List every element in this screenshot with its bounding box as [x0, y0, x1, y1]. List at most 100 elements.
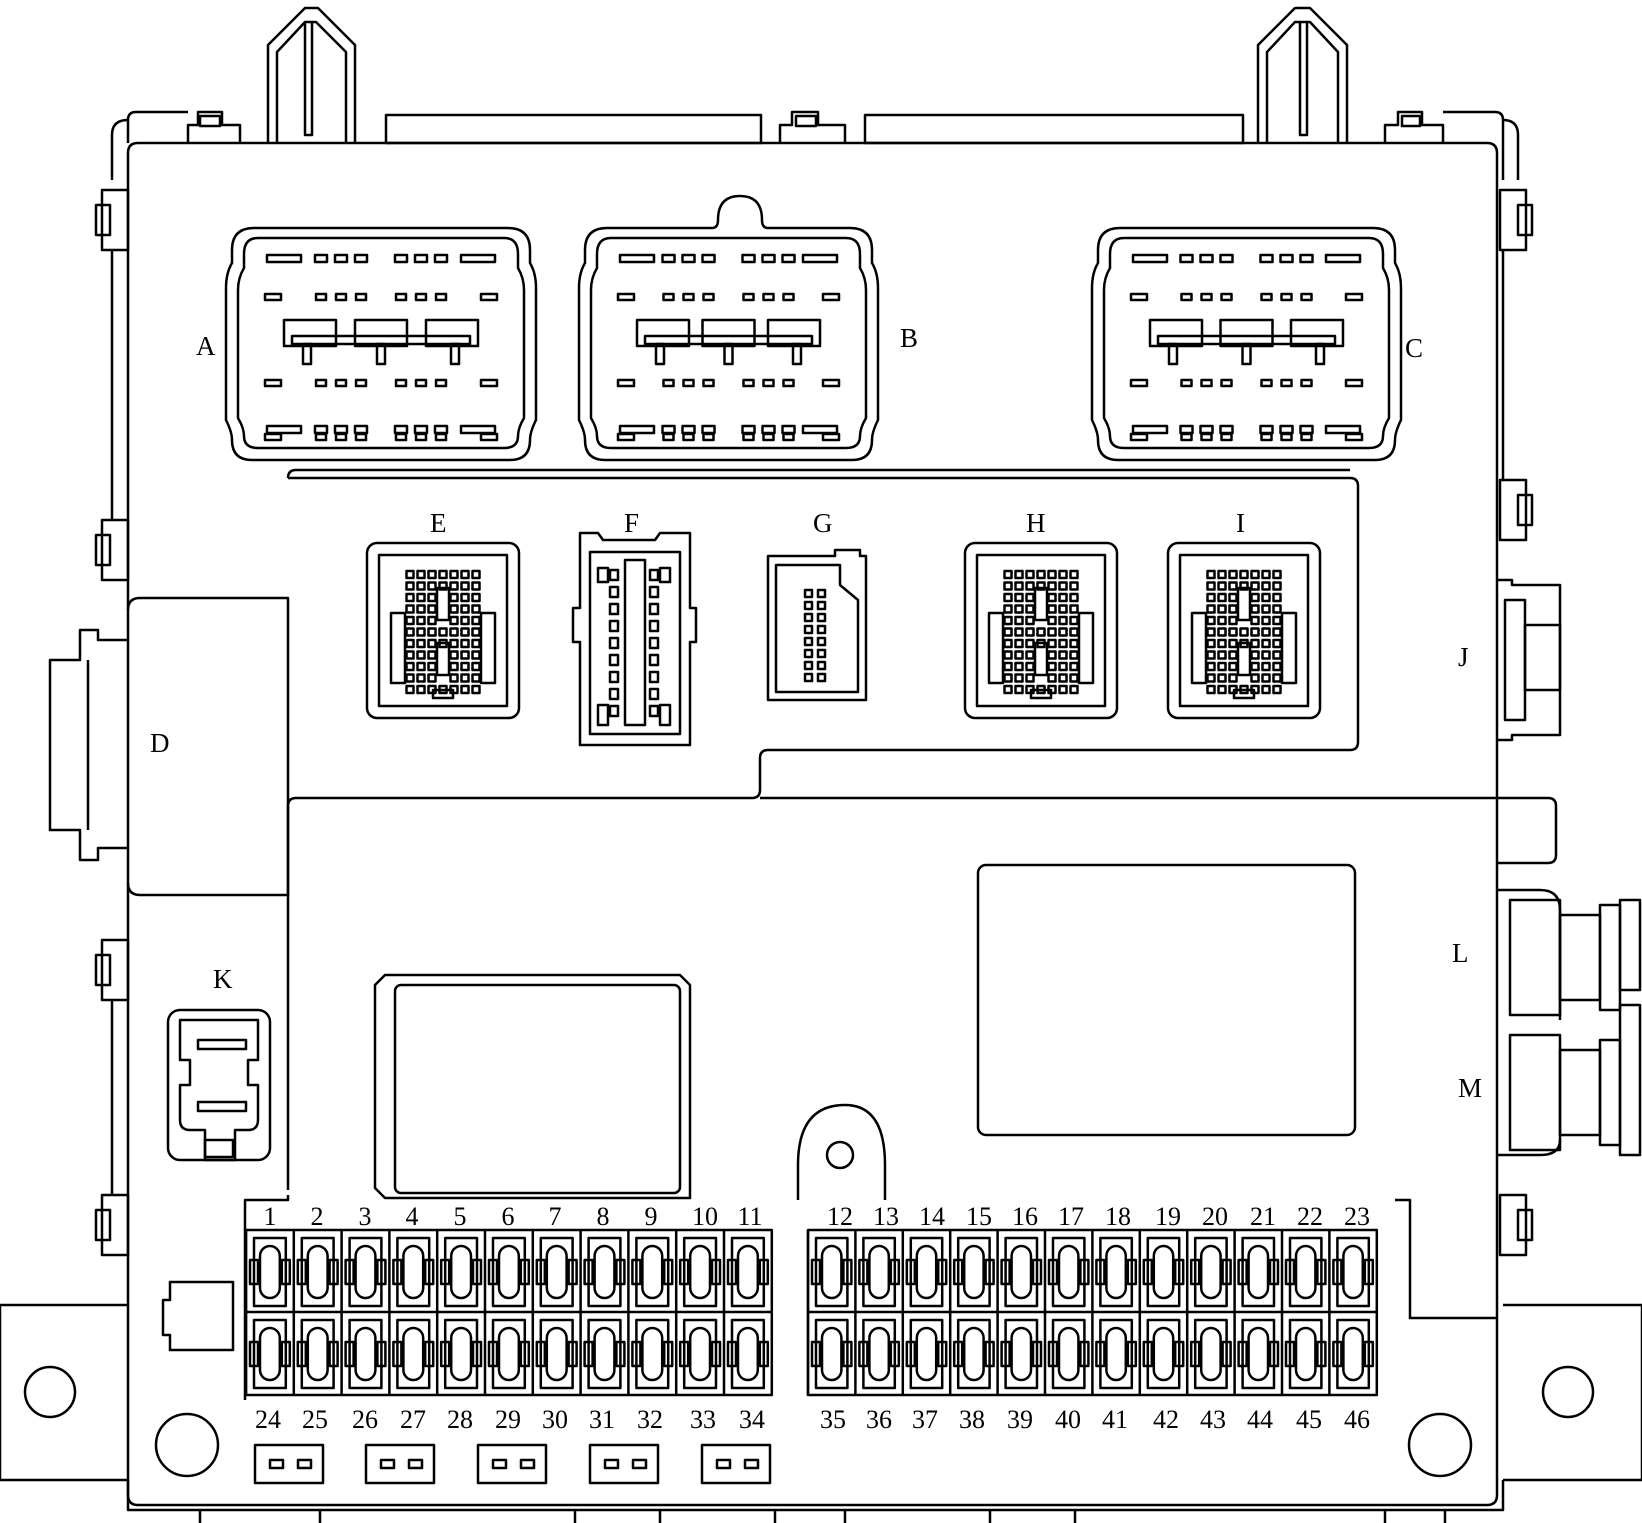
connector-e-pin [460, 650, 470, 660]
fuse-number-44: 44 [1247, 1405, 1273, 1434]
fuse-block-right-fuse-cell [1051, 1236, 1086, 1308]
connector-c-pin [1129, 292, 1149, 302]
connector-b-latch-block [701, 318, 756, 348]
fuse-block-right-fuse-clip [952, 1340, 964, 1368]
connector-f-pin [608, 653, 620, 667]
connector-e-pin [460, 684, 470, 695]
connector-e-pin [427, 569, 437, 580]
connector-i-pin [1206, 569, 1216, 580]
fuse-block-left-fuse-cell [682, 1318, 718, 1390]
fuse-number-32: 32 [637, 1405, 663, 1434]
fuse-block-left-fuse-clip [392, 1340, 403, 1368]
connector-h-pin [1058, 569, 1068, 580]
fuse-block-left-fuse-body [354, 1326, 377, 1382]
connector-h-pin [1025, 615, 1035, 626]
connector-h-pin [1003, 581, 1013, 591]
connector-f-pin [608, 602, 620, 616]
connector-e-pin [416, 615, 426, 626]
fuse-number-29: 29 [495, 1405, 521, 1434]
connector-c-pin [1280, 378, 1293, 388]
connector-i-pin [1261, 638, 1271, 649]
connector-h-pin [1058, 638, 1068, 649]
label-connector-e: E [430, 508, 447, 538]
fuse-array [244, 1228, 1379, 1397]
fuse-block-right-fuse-clip [1237, 1258, 1248, 1286]
connector-h-side-slot [1077, 611, 1095, 685]
connector-e-pin [460, 627, 470, 637]
connector-b-pin [781, 424, 796, 435]
connector-g-pin [816, 648, 827, 659]
connector-g-pin [803, 624, 814, 635]
connector-i-pin [1261, 592, 1271, 603]
connector-i [1166, 541, 1322, 720]
connector-e-pin [449, 650, 459, 660]
fuse-block-right-fuse-cell [1146, 1318, 1181, 1390]
connector-c-pin [1129, 432, 1149, 442]
connector-c-pin [1299, 424, 1314, 435]
connector-a-pin [433, 424, 449, 435]
connector-b-pin [616, 292, 636, 302]
connector-h-pin [1003, 638, 1013, 649]
connector-i-pin [1217, 569, 1227, 580]
connector-i-pin [1250, 638, 1260, 649]
connector-i-pin [1217, 615, 1227, 626]
connector-a-pin-slot [265, 424, 303, 435]
connector-a-pin [353, 253, 369, 264]
connector-h-pin [1069, 604, 1079, 614]
connector-h-pin [1003, 592, 1013, 603]
fuse-block-right-fuse-clip [842, 1258, 853, 1286]
fuse-number-21: 21 [1250, 1202, 1276, 1231]
connector-a-pin [354, 378, 368, 388]
connector-c-pin [1300, 432, 1313, 442]
connector-h-pin [1058, 615, 1068, 626]
connector-h-pin [1025, 604, 1035, 614]
fuse-block-right-fuse-clip [1332, 1258, 1343, 1286]
connector-i-pin [1250, 673, 1260, 683]
connector-c-pin [1280, 432, 1293, 442]
large-connectors [224, 194, 1403, 462]
connector-b-pin [781, 253, 796, 264]
fuse-number-38: 38 [959, 1405, 985, 1434]
fuse-block-left-fuse-clip [662, 1258, 674, 1286]
connector-i-pin [1272, 615, 1282, 626]
connector-h-pin [1003, 627, 1013, 637]
fuse-number-8: 8 [597, 1202, 610, 1231]
connector-l [1497, 888, 1642, 1020]
fuse-block-left-fuse-cell [635, 1318, 670, 1390]
connector-i-pin [1217, 627, 1227, 637]
fuse-block-right-fuse-body [1342, 1244, 1365, 1300]
connector-e-pin [471, 581, 481, 591]
fuse-block-right-fuse-cell [1004, 1318, 1039, 1390]
connector-f-outer [571, 531, 698, 747]
fuse-block-right-fuse-clip [1173, 1258, 1185, 1286]
connector-i-pin [1272, 638, 1282, 649]
connector-c-pin [1220, 378, 1233, 388]
connector-c-pin [1259, 253, 1274, 264]
connector-e-pin [471, 627, 481, 637]
connector-i-key [1236, 586, 1252, 622]
connector-a-pin [334, 378, 348, 388]
connector-i-pin [1272, 661, 1282, 672]
connector-e-pin [405, 615, 415, 626]
connector-i-pin [1228, 627, 1238, 637]
fuse-block-left-fuse-body [736, 1326, 760, 1382]
fuse-block-left-fuse-clip [328, 1340, 339, 1368]
connector-h-pin [1047, 615, 1057, 626]
fuse-number-28: 28 [447, 1405, 473, 1434]
connector-e-pin [416, 592, 426, 603]
connector-i-key [1236, 641, 1252, 677]
connector-b-pin [661, 253, 676, 264]
fuse-block-right-fuse-body [962, 1326, 985, 1382]
connector-i-pin [1217, 684, 1227, 695]
connector-e-pin [416, 627, 426, 637]
connector-i-pin [1239, 581, 1249, 591]
fuse-block-left-fuse-clip [567, 1340, 578, 1368]
fuse-block-left-fuse-cell [300, 1318, 335, 1390]
fuse-block-right-fuse-clip [1332, 1340, 1343, 1368]
fuse-number-25: 25 [302, 1405, 328, 1434]
fuse-block-left-fuse-body [688, 1326, 712, 1382]
connector-a-latch-post [301, 342, 313, 366]
connector-a-outer [224, 226, 538, 462]
fuse-block-left-fuse-clip [328, 1258, 339, 1286]
connector-i-pin [1228, 581, 1238, 591]
